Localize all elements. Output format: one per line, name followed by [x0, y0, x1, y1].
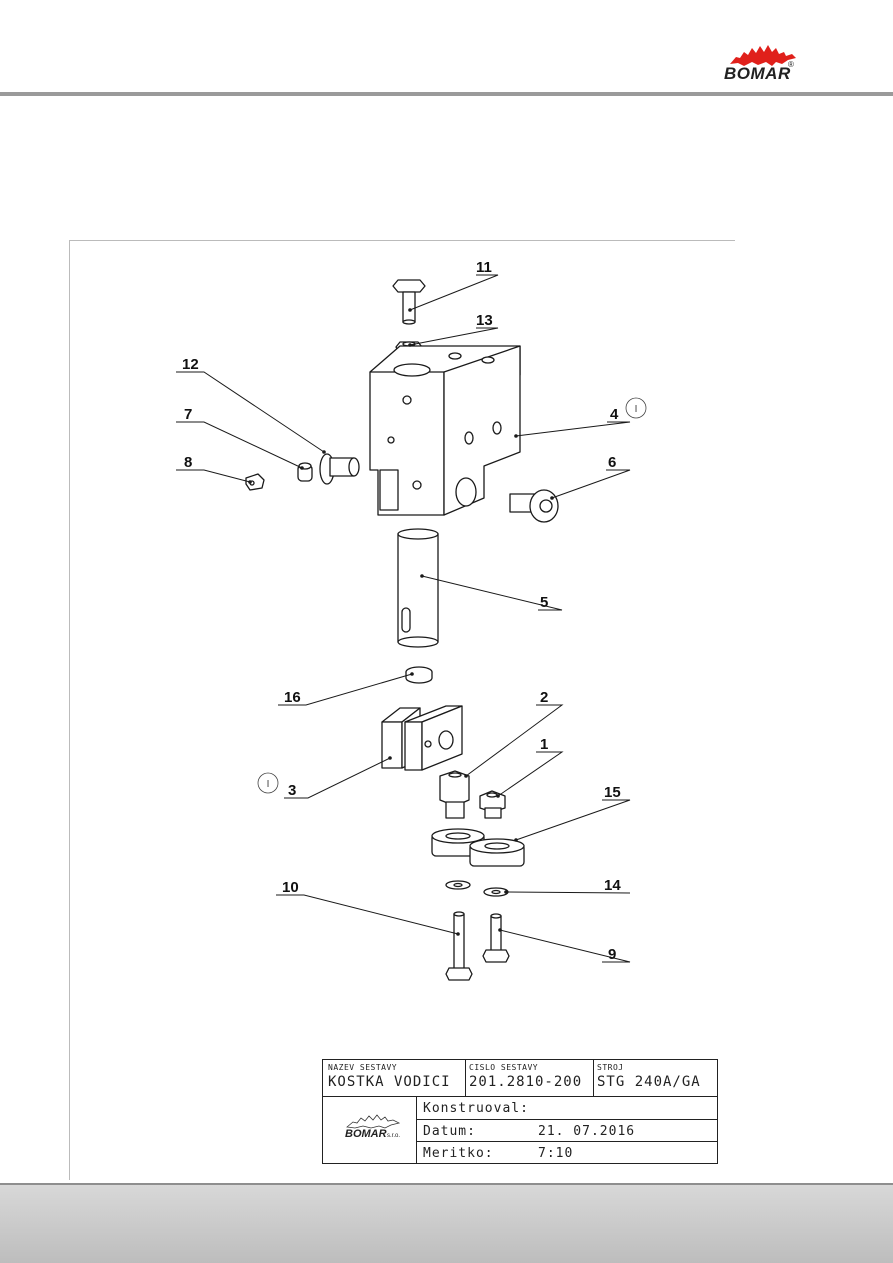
part-12-flange-pin: [319, 453, 360, 485]
title-block: NAZEV SESTAVY KOSTKA VODICI CISLO SESTAV…: [322, 1059, 718, 1164]
brand-name: BOMAR: [724, 64, 791, 83]
revision-mark-part4: I: [625, 397, 647, 419]
designer-label: Konstruoval:: [423, 1101, 529, 1116]
callout-15: 15: [604, 784, 621, 801]
assembly-name: KOSTKA VODICI: [328, 1074, 451, 1090]
leader-lines: [176, 274, 631, 963]
leader-dots: [248, 308, 554, 936]
callout-10: 10: [282, 879, 299, 896]
callout-8: 8: [184, 454, 192, 471]
part-15-bearings: [431, 828, 525, 867]
svg-text:I: I: [635, 404, 638, 415]
stegosaurus-outline-icon: [346, 1114, 401, 1129]
callout-16: 16: [284, 689, 301, 706]
title-block-logo-text: BOMAR: [345, 1128, 387, 1140]
callout-9: 9: [608, 946, 616, 963]
part-2-long-nut: [439, 770, 470, 819]
drawing-frame-top: [69, 240, 735, 241]
callout-1: 1: [540, 736, 548, 753]
part-9-short-bolt: [482, 913, 510, 963]
part-5-shaft: [397, 528, 439, 648]
callout-13: 13: [476, 312, 493, 329]
svg-text:I: I: [267, 779, 270, 790]
footer-band: [0, 1185, 893, 1263]
assembly-number: 201.2810-200: [469, 1074, 583, 1090]
date-label: Datum:: [423, 1124, 476, 1139]
date-value: 21. 07.2016: [538, 1124, 636, 1139]
part-10-long-bolt: [445, 911, 473, 981]
title-block-logo: BOMAR s.r.o.: [343, 1112, 413, 1152]
callout-2: 2: [540, 689, 548, 706]
part-6-socket-screw: [509, 489, 559, 523]
title-block-logo-suffix: s.r.o.: [387, 1133, 401, 1139]
callout-3: 3: [288, 782, 296, 799]
assembly-name-label: NAZEV SESTAVY: [328, 1063, 398, 1072]
callout-7: 7: [184, 406, 192, 423]
part-11-bolt: [392, 279, 426, 325]
scale-label: Meritko:: [423, 1146, 494, 1161]
callout-5: 5: [540, 594, 548, 611]
header-rule: [0, 92, 893, 96]
callout-12: 12: [182, 356, 199, 373]
part-7-plug: [297, 462, 313, 482]
assembly-number-label: CISLO SESTAVY: [469, 1063, 539, 1072]
part-1-short-nut: [479, 790, 506, 819]
scale-value: 7:10: [538, 1146, 574, 1161]
callout-6: 6: [608, 454, 616, 471]
callout-4: 4: [610, 406, 619, 423]
brand-logo: BOMAR ®: [722, 40, 802, 86]
part-3-clamp-blocks: [381, 705, 463, 771]
part-14-washers: [445, 880, 509, 897]
footer-rule: [0, 1183, 893, 1185]
drawing-frame-left: [69, 240, 70, 1180]
part-4-guide-block: [369, 345, 521, 516]
callout-11: 11: [476, 259, 492, 276]
callout-14: 14: [604, 877, 621, 894]
machine-label: STROJ: [597, 1063, 624, 1072]
revision-mark-part3: I: [257, 772, 279, 794]
machine-name: STG 240A/GA: [597, 1074, 701, 1090]
part-8-grease-nipple: [245, 473, 265, 491]
registered-mark: ®: [788, 60, 794, 69]
stegosaurus-logo-icon: [730, 45, 796, 66]
